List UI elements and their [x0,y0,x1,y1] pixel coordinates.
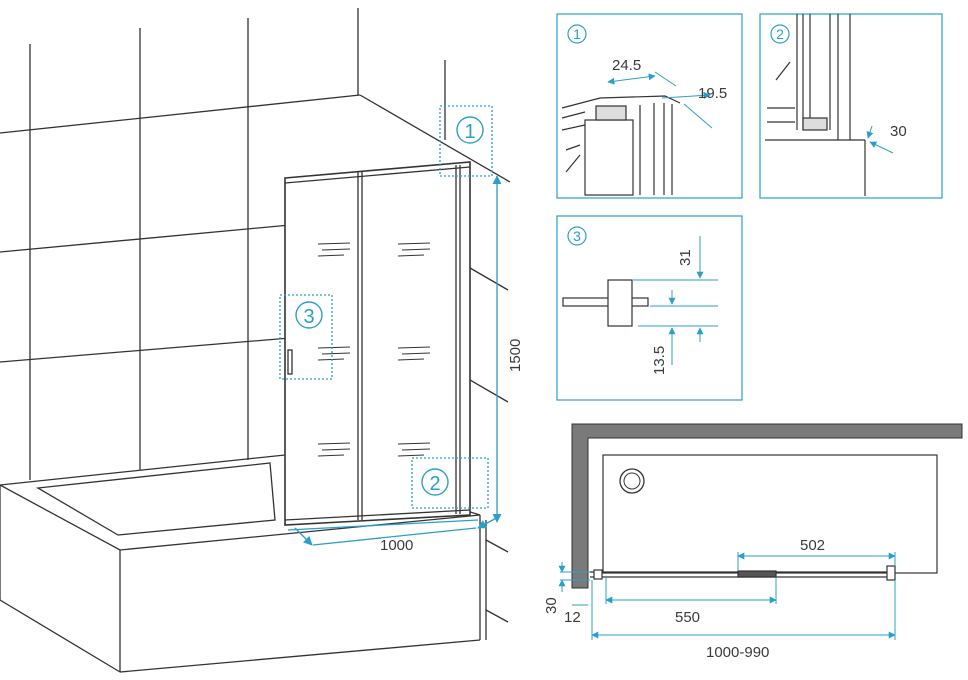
callout-label-1: 1 [464,121,475,143]
main-view [0,8,511,673]
callout-circle-2 [421,468,449,496]
plan-dim-offset: 12 [564,609,581,626]
detail-2-dim-a: 30 [890,123,907,140]
plan-view: 502 550 1000-990 30 12 [543,423,963,661]
detail-2: 2 30 [759,13,943,199]
callout-circle-3 [295,301,323,329]
plan-dim-panel: 550 [675,609,700,626]
plan-dim-slide: 502 [800,537,825,554]
callout-circle-1 [456,116,484,144]
width-dim-ext [294,527,313,546]
plan-screen [590,565,896,581]
height-label: 1500 [507,339,524,372]
plan-bathtub [602,454,938,574]
callout-box-1 [439,105,493,177]
wall-tiles [0,8,511,640]
bathtub [0,454,481,673]
detail-1-number: 1 [573,26,581,42]
callout-label-3: 3 [303,306,314,328]
detail-3-number: 3 [573,228,581,244]
detail-1: 1 24.5 19.5 [556,13,743,199]
width-dim-ext-2 [477,515,501,529]
width-dim-line [287,519,479,531]
callout-box-3 [279,294,333,380]
detail-3-dim-b: 13.5 [651,346,668,375]
detail-1-dim-b: 19.5 [698,85,727,102]
callout-box-2 [411,457,489,509]
shower-screen [284,161,471,526]
glass-reflections [317,242,431,457]
plan-dim-depth: 30 [543,597,560,614]
detail-1-dim-a: 24.5 [612,57,641,74]
detail-3-dim-a: 31 [677,249,694,266]
detail-3: 3 31 13.5 [556,215,743,401]
callout-numbers: 1 2 3 [295,116,484,496]
detail-2-number: 2 [776,26,784,42]
callout-label-2: 2 [429,473,440,495]
plan-dim-total: 1000-990 [706,644,769,661]
width-dim-main [312,527,477,546]
plan-wall [571,423,963,589]
width-label: 1000 [380,537,413,554]
